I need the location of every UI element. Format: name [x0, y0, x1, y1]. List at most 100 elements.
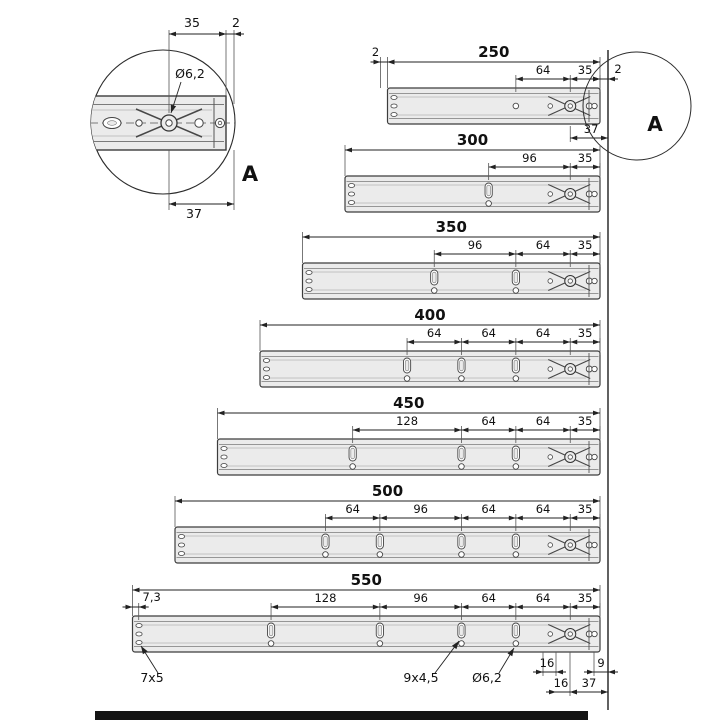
hole-spacing-dim: 128 — [314, 591, 336, 605]
detail-hole-diameter: Ø6,2 — [175, 66, 205, 81]
round-hole — [512, 551, 520, 558]
round-hole — [458, 463, 465, 470]
dim-arrow — [508, 604, 516, 610]
hole-spacing-dim: 64 — [536, 63, 551, 77]
dim-arrow — [587, 669, 594, 675]
dim-arrow — [488, 164, 496, 170]
hole-spacing-dim: 35 — [578, 591, 593, 605]
dim-arrow — [454, 427, 462, 433]
bracket-hole — [547, 191, 553, 197]
dim-arrow — [132, 587, 140, 593]
hole-spacing-dim: 64 — [536, 591, 551, 605]
mounting-oval-hole — [390, 95, 398, 100]
detail-gap-dim: 2 — [232, 15, 240, 30]
dim-arrow — [373, 59, 381, 65]
dim-arrow — [454, 515, 462, 521]
dim-arrow — [454, 604, 462, 610]
overall-length-dim: 400 — [414, 306, 445, 324]
dim-arrow — [508, 339, 516, 345]
bracket-hole — [547, 103, 553, 109]
round-hole — [322, 551, 329, 558]
mounting-oval-hole — [177, 542, 185, 548]
dim-arrow — [379, 604, 387, 610]
detail-a-magnified-rail — [91, 95, 235, 151]
hole-spacing-dim: 96 — [522, 151, 537, 165]
dim-arrow — [217, 410, 225, 416]
hole-spacing-dim: 64 — [345, 502, 360, 516]
dim-arrow — [260, 322, 267, 328]
dim-arrow — [169, 31, 176, 37]
dim-arrow — [515, 76, 523, 82]
dim-arrow — [593, 234, 600, 240]
dim-arrow — [125, 604, 133, 610]
dim-arrow — [461, 515, 469, 521]
overall-length-dim: 450 — [393, 394, 424, 412]
round-hole — [267, 640, 275, 647]
hole-spacing-dim: 35 — [578, 414, 593, 428]
dim-arrow — [325, 515, 333, 521]
dim-arrow — [570, 164, 578, 170]
dim-arrow — [563, 76, 571, 82]
dim-arrow — [461, 339, 469, 345]
mounting-oval-hole — [347, 191, 355, 197]
overall-length-dim: 250 — [478, 43, 509, 61]
dim-arrow — [515, 339, 523, 345]
hole-spacing-dim: 96 — [413, 502, 428, 516]
hole-spacing-dim: 35 — [578, 151, 593, 165]
dim-arrow — [454, 339, 462, 345]
leader-arrow — [141, 646, 148, 655]
leader-arrow — [170, 104, 177, 113]
oval-hole-callout: 7x5 — [140, 670, 163, 685]
mounting-oval-hole — [347, 183, 355, 188]
mounting-oval-hole — [220, 446, 228, 451]
bracket-hole — [547, 631, 553, 637]
dim-arrow — [563, 251, 571, 257]
mounting-oval-hole — [135, 623, 143, 628]
hole-spacing-dim: 64 — [536, 414, 551, 428]
mounting-oval-hole — [305, 278, 313, 284]
detail-region-circle — [582, 51, 692, 161]
hole-spacing-dim: 96 — [413, 591, 428, 605]
dim-arrow — [227, 201, 234, 207]
dim-arrow — [593, 76, 600, 82]
dim-arrow — [570, 604, 578, 610]
overall-length-dim: 500 — [372, 482, 403, 500]
overall-length-dim: 350 — [436, 218, 467, 236]
dim-arrow — [570, 689, 577, 695]
overall-length-dim: 300 — [457, 131, 488, 149]
dim-arrow — [508, 251, 516, 257]
leader-arrow — [507, 648, 514, 657]
dim-arrow — [593, 339, 600, 345]
dim-arrow — [219, 31, 226, 37]
dim-arrow — [563, 427, 571, 433]
detail-marker-label: A — [647, 112, 663, 136]
round-hole — [485, 200, 492, 207]
dim-arrow — [608, 669, 615, 675]
dim-arrow — [593, 498, 600, 504]
slot-hole-callout: 9x4,5 — [403, 670, 438, 685]
round-hole — [512, 640, 520, 647]
round-hole — [512, 102, 520, 110]
bracket-hole — [547, 278, 553, 284]
bracket-hole — [547, 366, 553, 372]
round-hole — [512, 287, 520, 294]
bottom-dim-16b: 16 — [554, 676, 569, 690]
bottom-dim-16a: 16 — [540, 656, 555, 670]
hole-spacing-dim: 35 — [578, 63, 593, 77]
dim-arrow — [570, 427, 578, 433]
dim-arrow — [601, 689, 608, 695]
mounting-oval-hole — [305, 287, 313, 292]
dim-arrow — [461, 604, 469, 610]
dim-arrow — [593, 587, 600, 593]
round-hole — [512, 463, 520, 470]
dim-arrow — [271, 604, 279, 610]
round-hole — [403, 375, 411, 382]
end-cap-hole — [591, 190, 598, 198]
hole-spacing-dim: 35 — [578, 238, 593, 252]
